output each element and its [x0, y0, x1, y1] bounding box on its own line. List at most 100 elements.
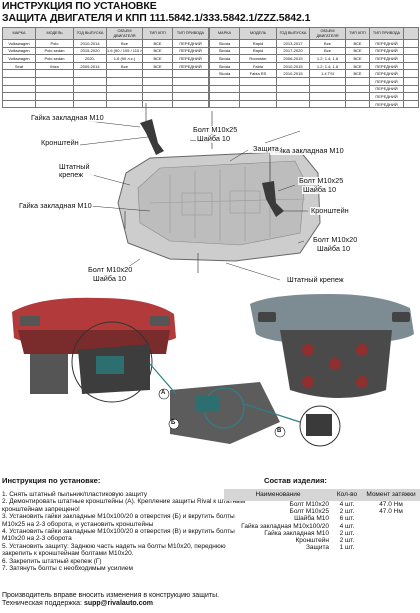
table-row: ПЕРЕДНИЙ [209, 76, 419, 86]
table-cell [403, 46, 419, 56]
table-cell: ПЕРЕДНИЙ [172, 54, 209, 63]
parts-title: Состав изделия: [264, 476, 327, 485]
table-row [2, 84, 209, 94]
table-cell: Fabia RS [239, 69, 277, 78]
doc-title: ИНСТРУКЦИЯ ПО УСТАНОВКЕ [2, 0, 157, 12]
table-cell: 2010-2015 [276, 69, 310, 78]
instructions-title: Инструкция по установке: [2, 476, 101, 485]
instruction-step: 3. Установить гайки закладные М10х100/20… [2, 513, 235, 528]
col-header: Кол-во [332, 489, 362, 501]
table-cell [276, 84, 310, 94]
table-cell [309, 84, 346, 94]
table-cell [403, 54, 419, 63]
table-cell: Ibiza [35, 61, 74, 71]
parts-cell: 2 шт. [339, 537, 355, 545]
table-row: ПЕРЕДНИЙ [209, 92, 419, 101]
col-header: МАРКА [209, 27, 240, 40]
label-washer-m20-right: Шайба 10 [316, 244, 352, 253]
diagram-drawing [79, 103, 321, 281]
col-header: ТИП КПП [345, 27, 370, 40]
compat-left-header: МАРКА МОДЕЛЬ ГОД ВЫПУСКА ОБЪЕМ ДВИГАТЕЛЯ… [2, 27, 209, 40]
installation-instructions: Инструкция по установке: 1. Снять штатны… [2, 476, 246, 572]
parts-cell [362, 523, 420, 530]
photo-label-a: A [161, 390, 166, 396]
table-cell: ВСЕ [142, 39, 173, 48]
table-cell [239, 84, 277, 94]
table-cell [2, 92, 36, 101]
footer-notice: Производитель вправе вносить изменения в… [2, 592, 220, 599]
table-cell: 2017-2020 [276, 46, 310, 56]
parts-cell: 4 шт. [339, 501, 355, 508]
table-cell [73, 76, 107, 86]
parts-table: Наименование Кол-во Момент затяжки Болт … [224, 489, 420, 551]
table-cell [73, 69, 107, 78]
table-cell: Seat [2, 61, 36, 71]
table-cell [142, 92, 173, 101]
col-header: ГОД ВЫПУСКА [73, 27, 107, 40]
installation-photos: A Б В [0, 294, 420, 454]
label-bolt-top: Болт М10х25 [192, 125, 239, 134]
label-bolt-m20-right: Болт М10х20 [312, 235, 359, 244]
table-cell [403, 92, 419, 101]
table-cell [172, 69, 209, 78]
table-cell: Polo sedan [35, 54, 74, 63]
label-nut-left: Гайка закладная М10 [18, 201, 93, 210]
parts-cell: Кронштейн [295, 537, 329, 545]
table-cell: ПЕРЕДНИЙ [172, 61, 209, 71]
table-cell [172, 99, 209, 109]
table-cell: ПЕРЕДНИЙ [369, 76, 404, 86]
table-cell [276, 76, 310, 86]
table-cell [106, 69, 143, 78]
parts-cell: 47.0 Нм [379, 508, 403, 516]
parts-cell [362, 537, 420, 544]
table-cell: Polo [35, 39, 74, 48]
table-cell [142, 84, 173, 94]
table-cell: ПЕРЕДНИЙ [369, 54, 404, 63]
col-header [403, 27, 419, 40]
table-cell: 2013-2017 [276, 39, 310, 48]
table-cell: Все [309, 39, 346, 48]
table-cell [2, 76, 36, 86]
label-nut-top-left: Гайка закладная М10 [30, 113, 105, 122]
table-cell: 2015-2020 [73, 46, 107, 56]
col-header: МОДЕЛЬ [35, 27, 74, 40]
support-label: Техническая поддержка: [2, 600, 84, 607]
instruction-step: 2. Демонтировать штатные кронштейны (А).… [2, 498, 246, 513]
table-row [2, 76, 209, 86]
table-cell: Skoda [209, 69, 240, 78]
table-cell: ПЕРЕДНИЙ [172, 39, 209, 48]
label-bracket-left: Кронштейн [40, 138, 80, 147]
instruction-step: 7. Затянуть болты с необходимым усилием [2, 565, 134, 573]
parts-cell: Болт М10х20 [289, 501, 329, 508]
parts-header-row: Наименование Кол-во Момент затяжки [224, 489, 420, 501]
instruction-step: 5. Установить защиту: Заднюю часть надет… [2, 542, 226, 558]
engine-bay-left [30, 321, 153, 403]
table-cell: ПЕРЕДНИЙ [369, 39, 404, 48]
table-cell: ВСЕ [142, 61, 173, 71]
table-cell [403, 76, 419, 86]
table-cell [106, 84, 143, 94]
table-row: ПЕРЕДНИЙ [209, 84, 419, 94]
table-cell: ВСЕ [345, 46, 370, 56]
col-header: Момент затяжки [362, 489, 420, 501]
parts-cell: 47.0 Нм [379, 501, 403, 508]
col-header: ТИП ПРИВОДА [172, 27, 209, 40]
table-cell [403, 99, 419, 109]
table-row [2, 92, 209, 101]
table-cell: Все [106, 39, 143, 48]
table-cell: Все [106, 61, 143, 71]
table-cell: ВСЕ [142, 46, 173, 56]
bracket-right [262, 181, 284, 217]
parts-list: Состав изделия: Наименование Кол-во Моме… [224, 476, 420, 551]
table-cell [106, 92, 143, 101]
col-header: МАРКА [2, 27, 36, 40]
table-cell: 1.2; 1.4; 1.6 [309, 61, 346, 71]
col-header: ГОД ВЫПУСКА [276, 27, 310, 40]
